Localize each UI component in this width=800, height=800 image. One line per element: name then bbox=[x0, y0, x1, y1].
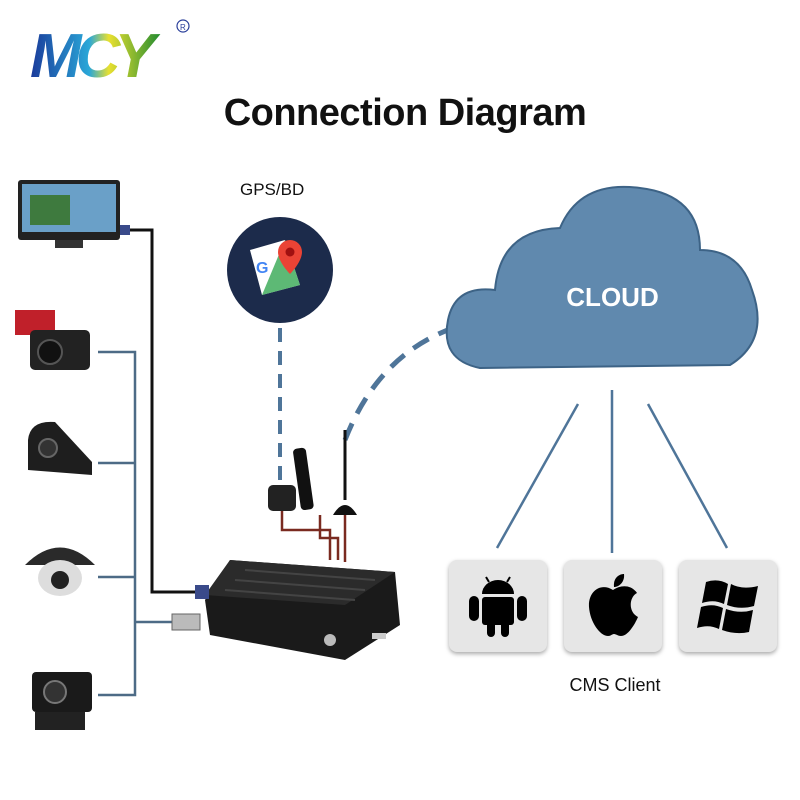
cloud-label: CLOUD bbox=[566, 282, 659, 312]
apple-icon bbox=[588, 574, 638, 636]
monitor-cable bbox=[130, 228, 197, 594]
mcy-logo: MCY R bbox=[30, 19, 190, 91]
antennas bbox=[268, 430, 357, 562]
page-title: Connection Diagram bbox=[223, 92, 587, 134]
client-apple bbox=[564, 560, 662, 652]
cms-client-label: CMS Client bbox=[569, 675, 661, 695]
monitor-device bbox=[18, 180, 130, 248]
gps-label: GPS/BD bbox=[240, 180, 305, 199]
cloud-shape bbox=[445, 185, 759, 370]
cloud-client-links bbox=[495, 390, 729, 553]
svg-text:G: G bbox=[256, 260, 268, 277]
google-maps-icon bbox=[278, 240, 302, 274]
camera-wiring bbox=[98, 350, 175, 697]
gps-icon-badge: G bbox=[227, 217, 333, 323]
client-windows bbox=[679, 560, 777, 652]
svg-text:R: R bbox=[180, 23, 186, 32]
client-android bbox=[449, 560, 547, 652]
camera-2 bbox=[28, 421, 92, 475]
wireless-dashed-link bbox=[342, 322, 463, 441]
camera-connector bbox=[171, 613, 201, 631]
camera-3 bbox=[25, 547, 95, 596]
android-icon bbox=[469, 576, 527, 637]
camera-devices bbox=[15, 310, 95, 730]
mobile-dvr-device bbox=[195, 560, 400, 660]
windows-icon bbox=[697, 580, 758, 634]
camera-4 bbox=[32, 672, 92, 730]
svg-text:MCY: MCY bbox=[30, 22, 161, 91]
camera-1 bbox=[15, 310, 90, 370]
